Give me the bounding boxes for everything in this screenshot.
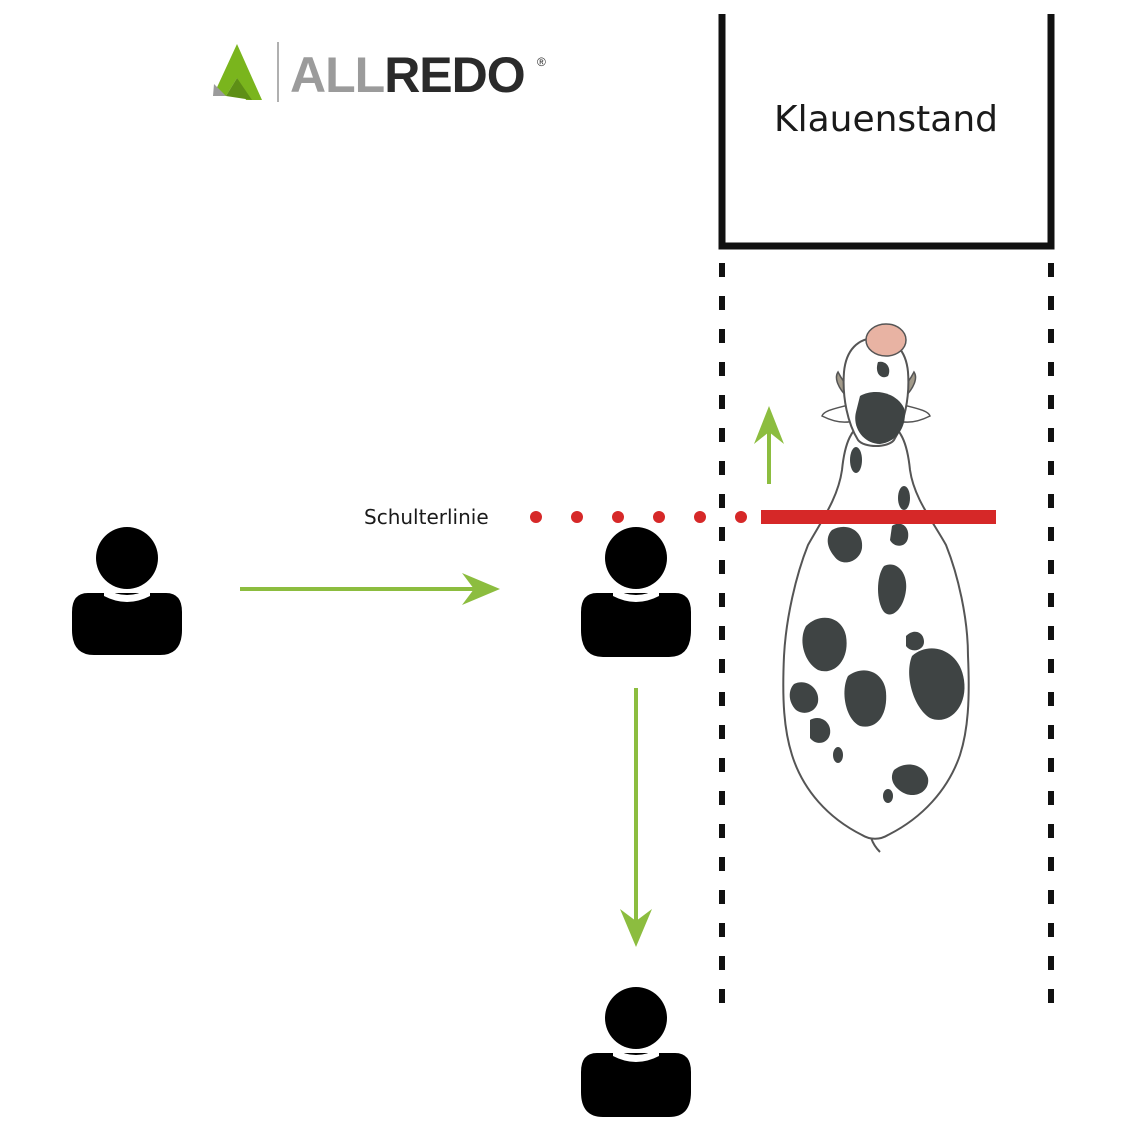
shoulder-dot bbox=[530, 511, 542, 523]
registered-mark: ® bbox=[537, 55, 546, 69]
logo-divider bbox=[277, 42, 279, 102]
allredo-logo: ALLREDO ® bbox=[213, 42, 546, 103]
shoulder-dot bbox=[571, 511, 583, 523]
shoulder-line-label: Schulterlinie bbox=[364, 505, 489, 529]
logo-part-redo: REDO bbox=[384, 47, 524, 103]
shoulder-dot bbox=[735, 511, 747, 523]
cow-icon bbox=[782, 323, 970, 853]
arrow-right-icon bbox=[240, 573, 500, 605]
shoulder-dot bbox=[694, 511, 706, 523]
shoulder-dot bbox=[612, 511, 624, 523]
allredo-mark-icon bbox=[213, 44, 262, 100]
logo-wordmark: ALLREDO bbox=[290, 47, 525, 103]
person-icon bbox=[581, 527, 691, 657]
logo-part-all: ALL bbox=[290, 47, 384, 103]
person-icon bbox=[581, 987, 691, 1117]
person-icon bbox=[72, 527, 182, 655]
klauenstand-label: Klauenstand bbox=[774, 99, 998, 140]
shoulder-dot bbox=[653, 511, 665, 523]
klauenstand-box bbox=[718, 14, 1055, 250]
arrow-up-icon bbox=[754, 406, 784, 484]
shoulder-line-dotted bbox=[530, 511, 747, 523]
shoulder-line-solid bbox=[761, 510, 996, 524]
arrow-down-icon bbox=[620, 688, 652, 947]
